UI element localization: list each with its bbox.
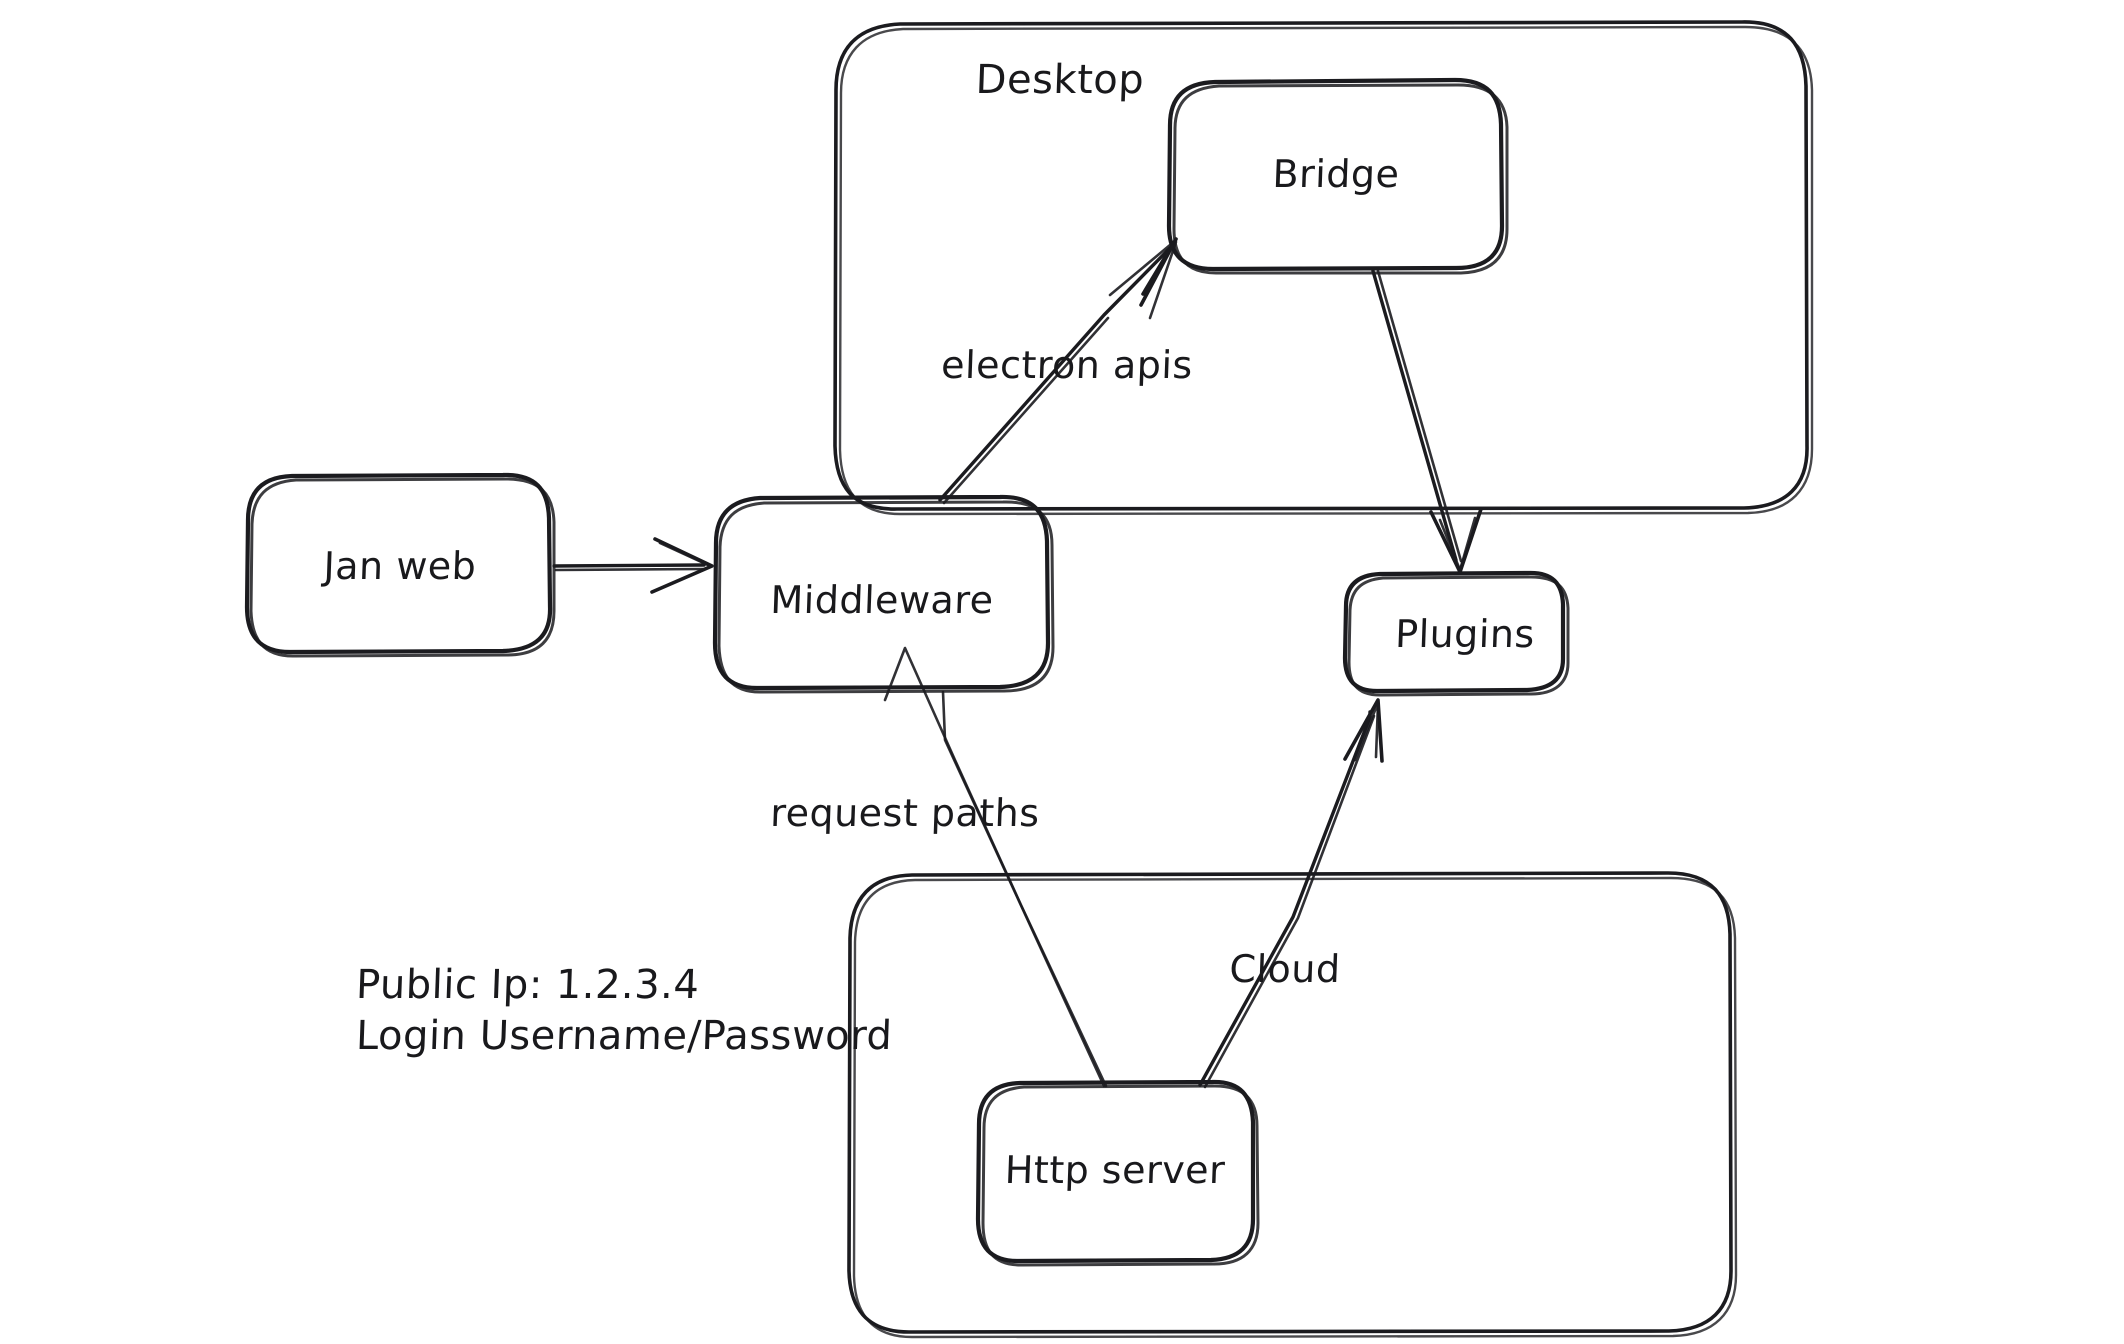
node-http-server-outline — [975, 1079, 1260, 1267]
edge-label-electron-apis: electron apis — [940, 343, 1194, 387]
edge-jan-web-to-middleware — [552, 537, 714, 594]
edge-http-server-to-middleware — [883, 646, 1108, 1088]
edge-middleware-to-bridge — [938, 237, 1178, 505]
annotation-login: Login Username/Password — [355, 1013, 894, 1060]
group-label-desktop: Desktop — [974, 57, 1146, 103]
edge-label-cloud: Cloud — [1228, 947, 1342, 991]
node-label-jan-web[interactable]: Jan web — [322, 544, 478, 588]
node-label-plugins[interactable]: Plugins — [1394, 612, 1536, 656]
node-plugins-outline — [1342, 570, 1570, 697]
annotation-credentials: Public Ip: 1.2.3.4 Login Username/Passwo… — [355, 960, 894, 1062]
edge-label-request-paths: request paths — [769, 791, 1041, 835]
node-label-middleware[interactable]: Middleware — [769, 578, 995, 622]
node-middleware-outline — [712, 494, 1055, 694]
node-jan-web-outline — [244, 472, 556, 658]
edge-bridge-to-plugins — [1371, 269, 1483, 574]
group-desktop-outline — [833, 20, 1814, 516]
group-cloud-outline — [847, 871, 1738, 1339]
node-label-bridge[interactable]: Bridge — [1271, 152, 1401, 196]
annotation-public-ip: Public Ip: 1.2.3.4 — [355, 962, 701, 1008]
node-bridge-outline — [1166, 77, 1509, 275]
edge-http-server-to-plugins — [1198, 698, 1384, 1089]
node-label-http-server[interactable]: Http server — [1004, 1148, 1226, 1192]
